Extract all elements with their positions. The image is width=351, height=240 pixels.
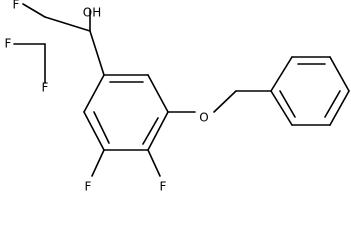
- ring-b-bond-3: [329, 56, 350, 92]
- bond-ring-to-f5: [147, 149, 161, 177]
- ring-b-double-2: [324, 90, 341, 118]
- atom-label-f3: F: [42, 81, 49, 95]
- bond-cf3-c-oh: [44, 16, 91, 32]
- ring-a-bond-3: [147, 111, 169, 151]
- bond-ring-to-f4: [91, 149, 105, 177]
- atom-label-oh: OH: [83, 6, 101, 20]
- bond-o-to-ch2: [213, 90, 237, 113]
- ring-a-bond-2: [147, 74, 169, 113]
- ring-a-double-3: [93, 111, 110, 144]
- ring-a-bond-5: [83, 111, 105, 151]
- atom-label-f2: F: [5, 37, 12, 51]
- ring-b-bond-1: [270, 56, 293, 92]
- atom-label-f5: F: [160, 180, 167, 194]
- atom-label-f4: F: [85, 180, 92, 194]
- background: [0, 0, 351, 196]
- bond-f1-cf3: [22, 3, 46, 18]
- atom-label-o: O: [199, 111, 208, 125]
- ring-b-double-3: [279, 90, 296, 118]
- ring-b-bond-4: [329, 90, 350, 126]
- molecule-canvas: F F F OH O F F: [0, 0, 351, 196]
- ring-b-bond-6: [270, 90, 293, 126]
- ring-a-double-2: [142, 117, 159, 145]
- bond-c-oh-to-ring: [89, 30, 105, 76]
- atom-label-f1: F: [13, 0, 20, 12]
- ring-a-bond-6: [83, 74, 105, 113]
- molecule-structure: F F F OH O F F: [0, 0, 351, 196]
